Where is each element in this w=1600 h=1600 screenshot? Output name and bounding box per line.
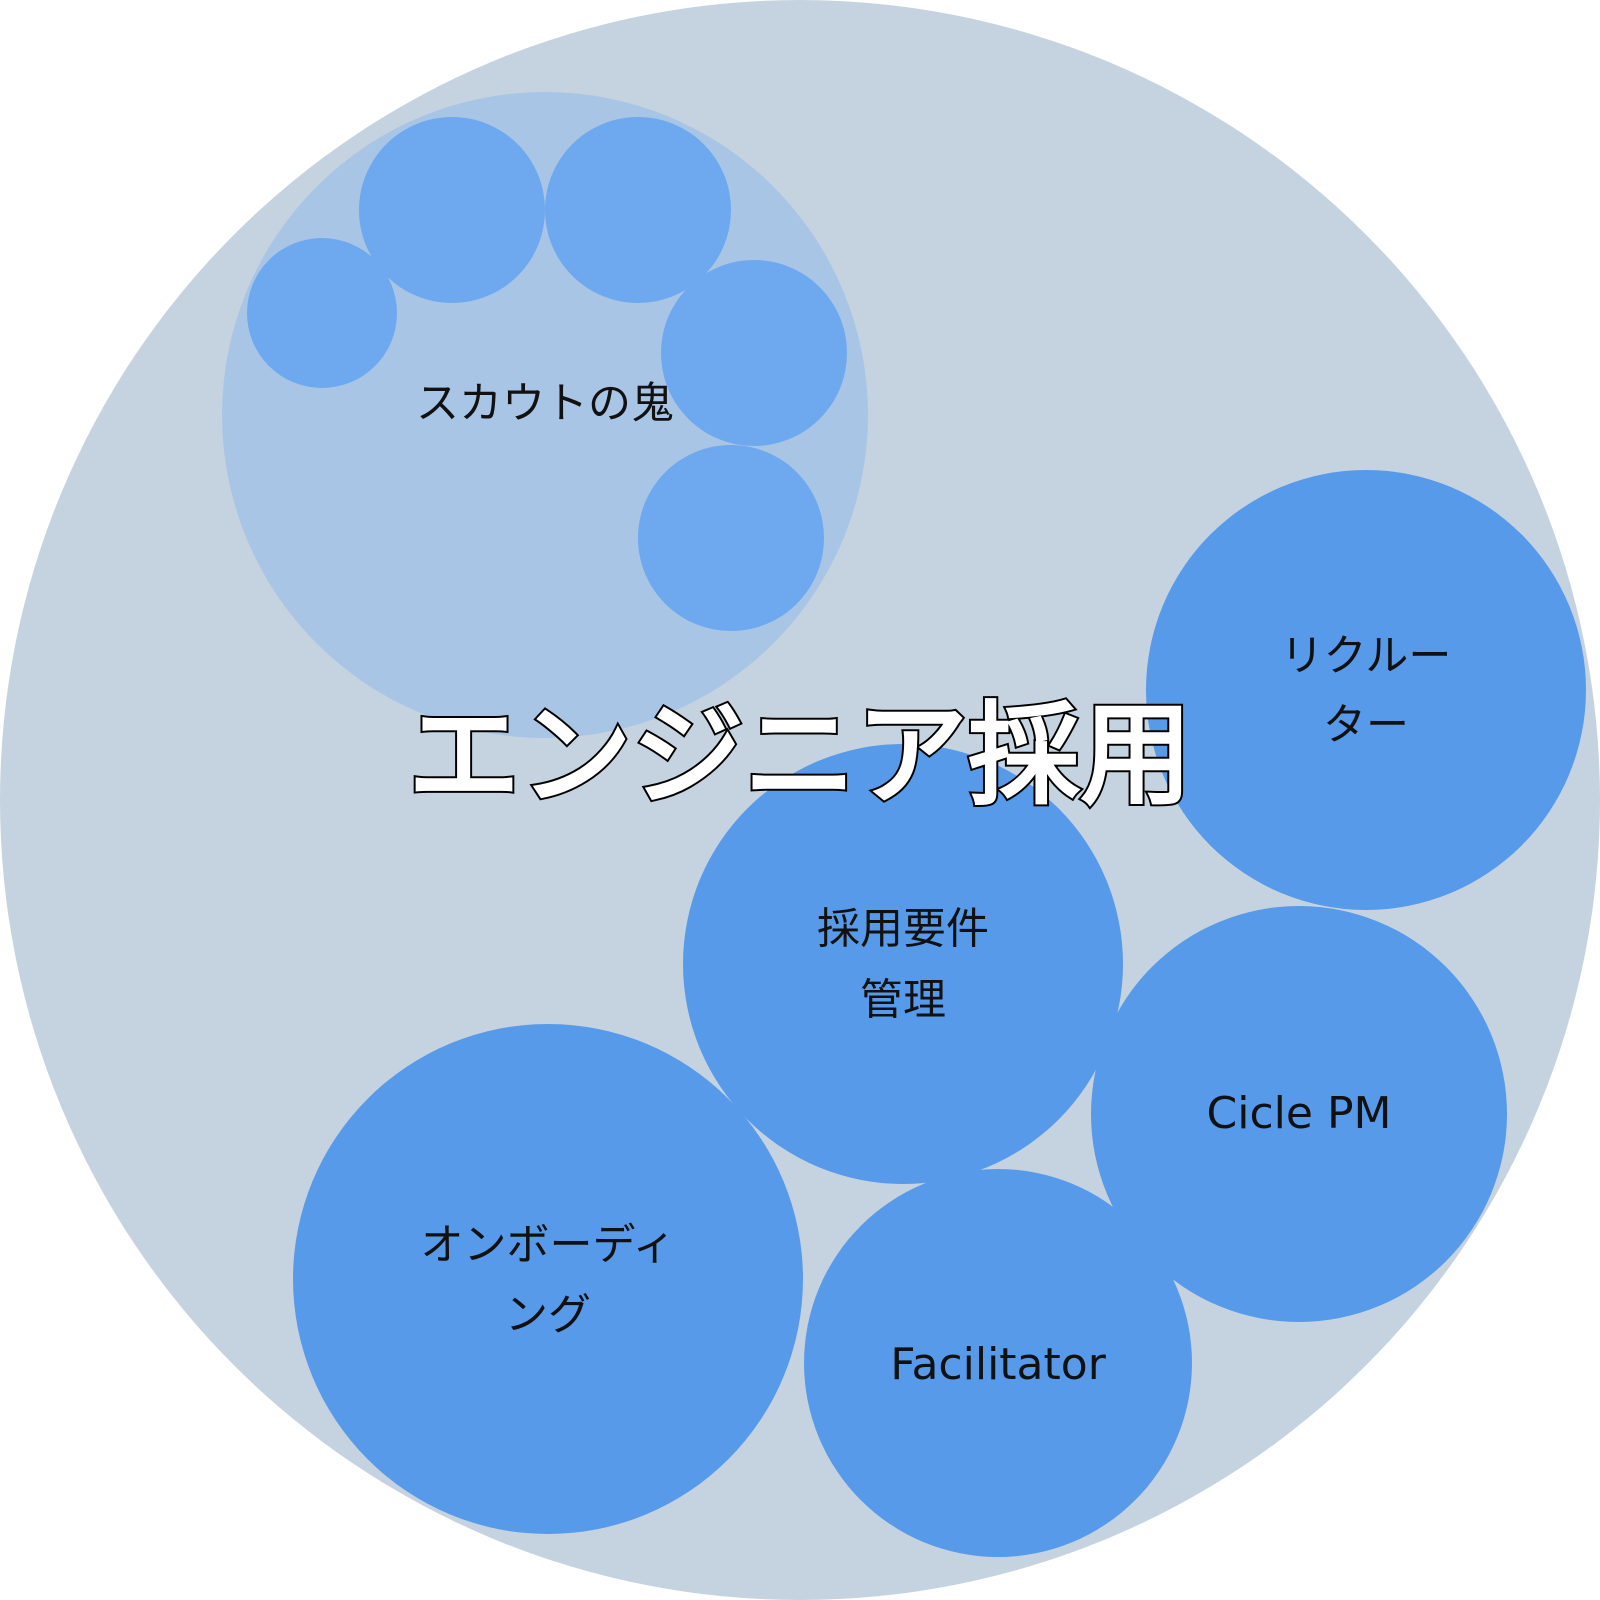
role-recruiter: リクルー ター [1146,470,1586,910]
scout-member-circle [247,238,397,388]
requirements-circle [683,744,1123,1184]
scout-member-circle [638,445,824,631]
requirements-label-line-1: 採用要件 [817,905,989,955]
onboarding-circle [293,1024,803,1534]
group-scout: スカウトの鬼 [222,92,868,738]
recruiter-circle [1146,470,1586,910]
cicle-pm-circle [1091,906,1507,1322]
cicle-pm-label: Cicle PM [1207,1088,1392,1139]
scout-group-label: スカウトの鬼 [416,379,674,429]
main-title: エンジニア採用 [408,691,1192,821]
role-facilitator: Facilitator [804,1169,1192,1557]
role-requirements: 採用要件 管理 [683,744,1123,1184]
role-cicle-pm: Cicle PM [1091,906,1507,1322]
facilitator-circle [804,1169,1192,1557]
scout-member-circle [661,260,847,446]
recruiter-label-line-2: ター [1323,701,1409,751]
onboarding-label-line-1: オンボーディ [421,1221,676,1271]
onboarding-label-line-2: ング [505,1291,591,1341]
role-onboarding: オンボーディ ング [293,1024,803,1534]
requirements-label-line-2: 管理 [860,976,946,1026]
scout-member-circle [545,117,731,303]
recruiter-label-line-1: リクルー [1281,632,1452,682]
scout-member-circle [359,117,545,303]
facilitator-label: Facilitator [890,1339,1106,1390]
